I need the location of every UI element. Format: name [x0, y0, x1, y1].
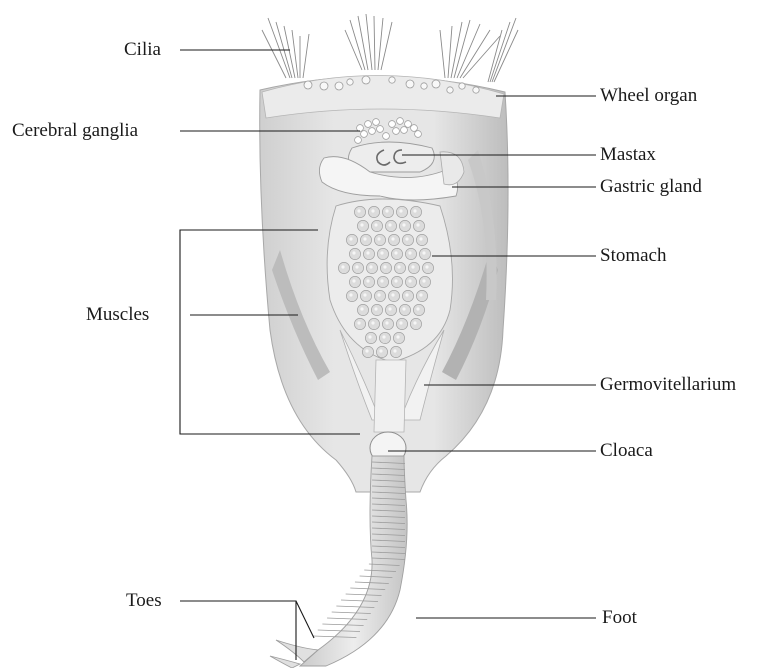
stomach-cell-nucleus: [380, 279, 383, 282]
label-mastax: Mastax: [600, 145, 656, 164]
stomach-cell-nucleus: [360, 307, 363, 310]
foot: [300, 456, 407, 666]
label-cilia: Cilia: [124, 40, 161, 59]
label-germovitellarium: Germovitellarium: [600, 375, 736, 394]
label-cerebral-ganglia: Cerebral ganglia: [12, 121, 138, 140]
stomach-cell-nucleus: [422, 279, 425, 282]
stomach-cell-nucleus: [369, 265, 372, 268]
stomach-cell-nucleus: [419, 293, 422, 296]
stomach-cell-nucleus: [419, 237, 422, 240]
stomach-cell-nucleus: [377, 293, 380, 296]
stomach-cell-nucleus: [383, 265, 386, 268]
stomach-cell-nucleus: [379, 349, 382, 352]
stomach-cell-nucleus: [357, 321, 360, 324]
stomach-cell-nucleus: [377, 237, 380, 240]
stomach-cell-nucleus: [371, 209, 374, 212]
stomach-cell-nucleus: [402, 223, 405, 226]
stomach-cell-nucleus: [385, 209, 388, 212]
cilia-tufts: [262, 14, 518, 82]
stomach-cell-nucleus: [382, 335, 385, 338]
stomach-cell-nucleus: [388, 307, 391, 310]
stomach-cell-nucleus: [357, 209, 360, 212]
label-stomach: Stomach: [600, 246, 667, 265]
stomach-cell-nucleus: [363, 237, 366, 240]
stomach-cell-nucleus: [405, 237, 408, 240]
stomach-cell-nucleus: [341, 265, 344, 268]
stomach-cell-nucleus: [360, 223, 363, 226]
stomach-cell-nucleus: [355, 265, 358, 268]
stomach-cell-nucleus: [397, 265, 400, 268]
stomach-cell-nucleus: [352, 279, 355, 282]
stomach-cell-nucleus: [394, 279, 397, 282]
stomach-cell-nucleus: [363, 293, 366, 296]
stomach-cell-nucleus: [416, 223, 419, 226]
stomach-cell-nucleus: [366, 251, 369, 254]
stomach-cell-nucleus: [396, 335, 399, 338]
stomach-cell-nucleus: [371, 321, 374, 324]
stomach-cell-nucleus: [365, 349, 368, 352]
label-toes: Toes: [126, 591, 162, 610]
stomach-cell-nucleus: [380, 251, 383, 254]
label-wheel-organ: Wheel organ: [600, 86, 697, 105]
stomach-cell-nucleus: [408, 251, 411, 254]
stomach-cell-nucleus: [405, 293, 408, 296]
stomach-cell-nucleus: [399, 321, 402, 324]
stomach-cell-nucleus: [388, 223, 391, 226]
stomach-cell-nucleus: [374, 307, 377, 310]
label-muscles: Muscles: [86, 305, 149, 324]
stomach-cell-nucleus: [391, 237, 394, 240]
stomach-cell-nucleus: [416, 307, 419, 310]
stomach-cell-nucleus: [422, 251, 425, 254]
stomach-cell-nucleus: [368, 335, 371, 338]
stomach-cell-nucleus: [374, 223, 377, 226]
stomach-cell-nucleus: [413, 209, 416, 212]
stomach-cell-nucleus: [399, 209, 402, 212]
stomach-cell-nucleus: [385, 321, 388, 324]
stomach-cell-nucleus: [408, 279, 411, 282]
stomach-cell-nucleus: [394, 251, 397, 254]
stomach-cell-nucleus: [411, 265, 414, 268]
stomach-cell-nucleus: [393, 349, 396, 352]
intestine: [374, 360, 406, 432]
stomach-cell-nucleus: [425, 265, 428, 268]
stomach-cell-nucleus: [391, 293, 394, 296]
label-cloaca: Cloaca: [600, 441, 653, 460]
stomach-cell-nucleus: [366, 279, 369, 282]
stomach-cell-nucleus: [349, 237, 352, 240]
stomach-cell-nucleus: [413, 321, 416, 324]
stomach-cell-nucleus: [352, 251, 355, 254]
stomach-cell-nucleus: [402, 307, 405, 310]
label-foot: Foot: [602, 608, 637, 627]
label-gastric-gland: Gastric gland: [600, 177, 702, 196]
stomach-cell-nucleus: [349, 293, 352, 296]
